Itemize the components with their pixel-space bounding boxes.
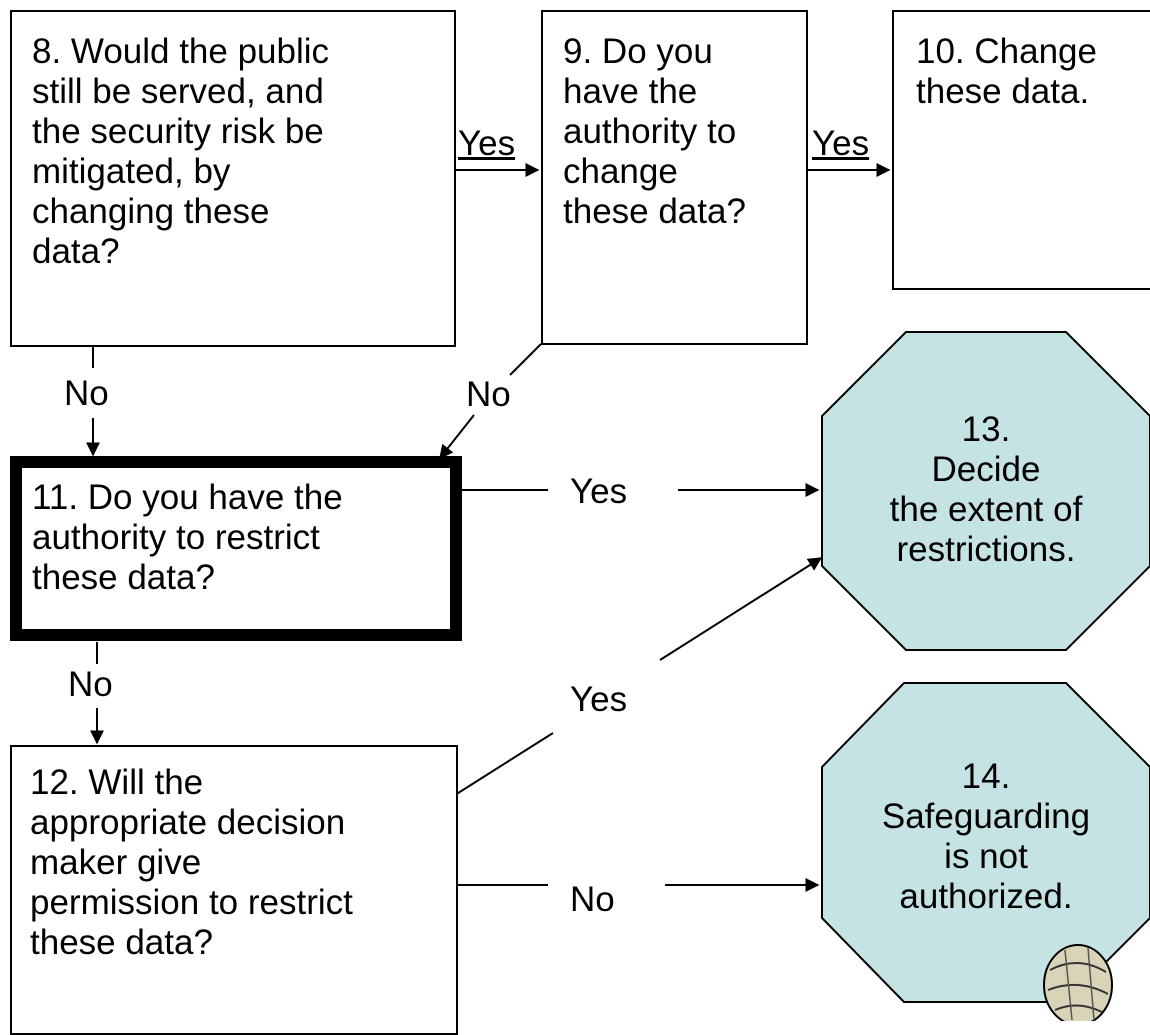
step-10-text: 10. Change these data. (916, 32, 1097, 111)
edge-12-to-13-upper (659, 557, 823, 661)
edge-9-to-11-lower (439, 414, 475, 460)
edge-12-to-13-lower (454, 732, 554, 796)
edge-label-11-13-yes: Yes (570, 472, 628, 511)
edge-label-9-11-no: No (466, 375, 511, 414)
step-10-box: 10. Change these data. (892, 10, 1150, 290)
edge-label-11-12-no: No (68, 665, 113, 704)
edge-label-8-9-yes: Yes (458, 124, 516, 163)
step-11-text: 11. Do you have the authority to restric… (32, 478, 343, 597)
edge-label-12-14-no: No (570, 880, 615, 919)
step-8-box: 8. Would the public still be served, and… (10, 10, 456, 347)
step-13-text: 13. Decide the extent of restrictions. (889, 410, 1083, 569)
edge-label-12-13-yes: Yes (570, 680, 628, 719)
edge-label-8-11-no: No (64, 374, 109, 413)
octagon-13-shape (821, 331, 1150, 651)
step-9-box: 9. Do you have the authority to change t… (541, 10, 808, 345)
step-12-text: 12. Will the appropriate decision maker … (30, 763, 353, 962)
edge-9-to-11-upper (509, 343, 542, 376)
step-11-box: 11. Do you have the authority to restric… (10, 456, 462, 641)
step-8-text: 8. Would the public still be served, and… (32, 32, 330, 271)
step-9-text: 9. Do you have the authority to change t… (563, 32, 746, 231)
step-12-box: 12. Will the appropriate decision maker … (10, 745, 458, 1035)
edge-label-9-10-yes: Yes (812, 124, 870, 163)
seal-icon (1043, 944, 1113, 1021)
step-14-text: 14. Safeguarding is not authorized. (881, 757, 1091, 916)
